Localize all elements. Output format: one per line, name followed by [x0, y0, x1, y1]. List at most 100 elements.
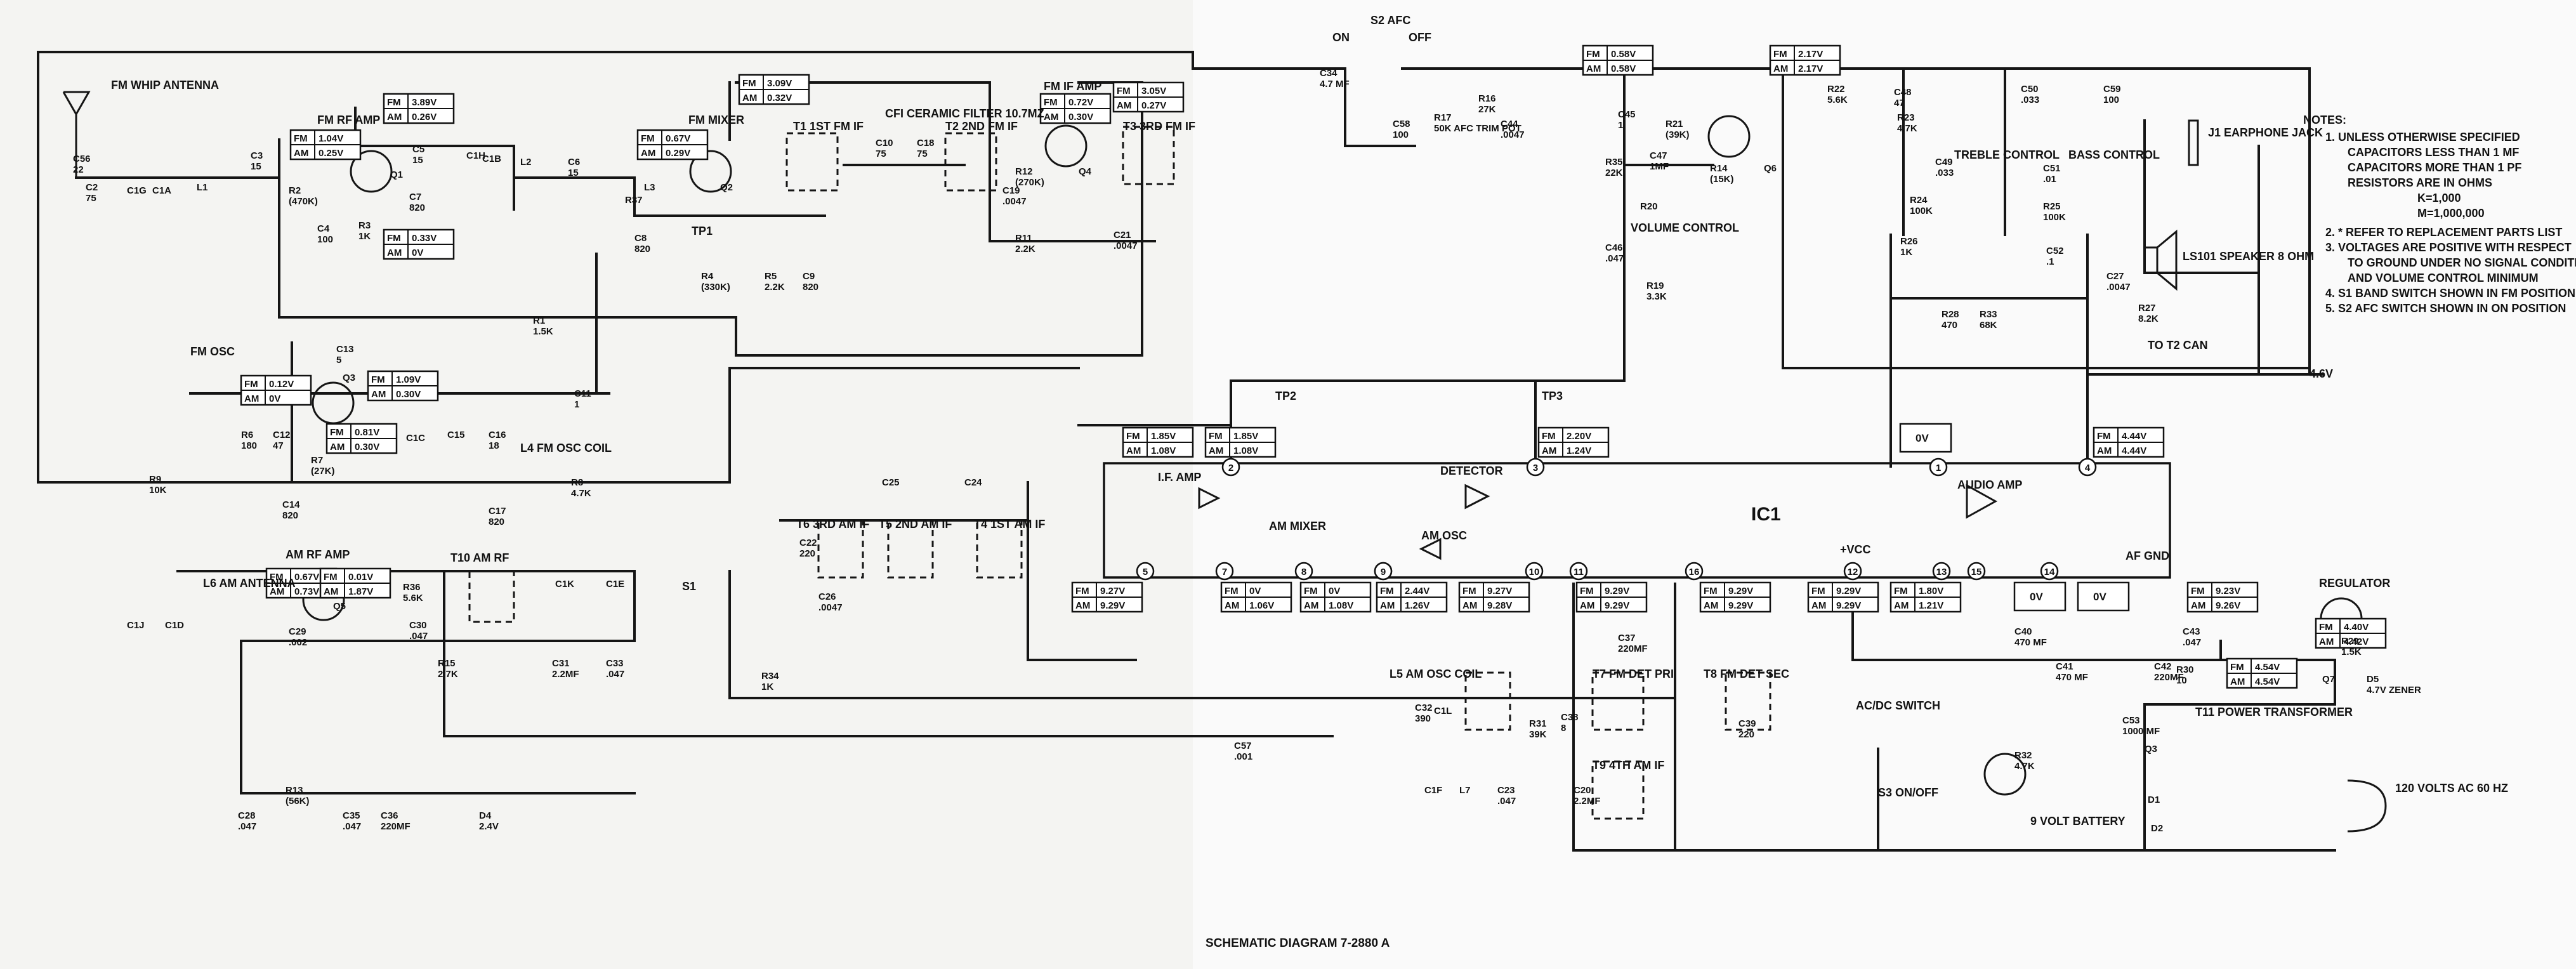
component-value: 1K [761, 682, 773, 692]
ic-pin: 7 [1215, 562, 1234, 581]
component-label: C1B [482, 154, 501, 164]
component-label: Q3 [2145, 744, 2157, 755]
note-line: TO GROUND UNDER NO SIGNAL CONDITIONS [2348, 256, 2576, 269]
voltage-mode-label: AM [324, 586, 338, 597]
component-value: .1 [2046, 256, 2054, 267]
stage-label: 9 VOLT BATTERY [2030, 815, 2126, 827]
component-value: 1.5K [2341, 647, 2362, 657]
voltage-mode-label: AM [1380, 600, 1395, 611]
component-ref: C45 [1618, 109, 1636, 120]
component-label: C28.047 [238, 810, 256, 832]
pin-number: 13 [1936, 567, 1947, 577]
component-ref: R35 [1605, 157, 1623, 168]
component-label: C26.0047 [818, 591, 843, 613]
component-value: .01 [2043, 174, 2056, 185]
component-ref: C49 [1935, 157, 1953, 168]
component-value: 4.7V ZENER [2367, 685, 2421, 695]
component-value: (56K) [286, 796, 310, 807]
voltage-mode-label: FM [1894, 586, 1908, 597]
component-value: .033 [2021, 95, 2039, 105]
stage-label: AM OSC [1421, 529, 1467, 542]
component-label: C1J [127, 620, 145, 631]
fm-voltage: 4.44V [2122, 431, 2146, 442]
ic-pins: 12345678910111213141516 [1136, 458, 2097, 581]
fm-voltage: 1.85V [1233, 431, 1258, 442]
pin-number: 15 [1971, 567, 1982, 577]
component-value: 47 [273, 440, 284, 451]
stage-label: S3 ON/OFF [1878, 786, 1938, 799]
component-ref: C57 [1234, 741, 1252, 751]
stage-label: TP3 [1542, 390, 1563, 402]
fm-voltage: 0.67V [666, 133, 690, 144]
voltage-mode-label: AM [1126, 445, 1141, 456]
transistor-q4 [1044, 124, 1088, 168]
voltage-mode-label: AM [1586, 63, 1601, 74]
component-ref: C14 [282, 499, 300, 510]
stage-label: CFI CERAMIC FILTER 10.7MZ [885, 107, 1044, 120]
component-value: 50K AFC TRIM POT [1434, 123, 1521, 134]
am-voltage: 0.30V [355, 442, 379, 452]
component-ref: C32 [1415, 702, 1433, 713]
stage-label: I.F. AMP [1158, 471, 1201, 484]
note-line: RESISTORS ARE IN OHMS [2348, 176, 2492, 189]
component-value: 390 [1415, 713, 1431, 724]
fm-voltage: 9.29V [1605, 586, 1629, 597]
component-label: C52.1 [2046, 246, 2064, 267]
component-ref: C2 [86, 182, 98, 193]
component-value: 22K [1605, 168, 1623, 178]
component-label: C1E [606, 579, 624, 590]
component-value: 820 [282, 510, 298, 521]
voltage-mode-label: FM [2191, 586, 2205, 597]
component-value: 100K [2043, 212, 2066, 223]
stage-label: AUDIO AMP [1957, 478, 2022, 491]
voltage-mode-label: FM [1225, 586, 1239, 597]
component-value: .047 [1605, 253, 1624, 264]
component-value: 100 [317, 234, 333, 245]
component-label: C1H [466, 150, 485, 161]
ic-pin: 9 [1374, 562, 1393, 581]
am-voltage: 9.29V [1605, 600, 1629, 611]
component-value: 1.5K [533, 326, 553, 337]
stage-label: FM OSC [190, 345, 235, 358]
fm-voltage: 0.33V [412, 233, 437, 244]
fm-voltage: 3.89V [412, 97, 437, 108]
stage-label: VOLUME CONTROL [1631, 221, 1739, 234]
voltage-mode-label: FM [1304, 586, 1318, 597]
note-line: CAPACITORS MORE THAN 1 PF [2348, 161, 2521, 174]
component-value: .047 [606, 669, 624, 680]
component-value: .0047 [2106, 282, 2131, 293]
component-label: C1D [165, 620, 184, 631]
am-voltage: 2.17V [1798, 63, 1823, 74]
component-value: 1 [574, 399, 579, 410]
voltage-mode-label: AM [1117, 100, 1131, 111]
am-voltage: 0.73V [294, 586, 319, 597]
component-ref: C41 [2056, 661, 2073, 672]
component-value: 75 [876, 148, 886, 159]
component-ref: C3 [251, 150, 263, 161]
component-label: R13(56K) [286, 785, 310, 807]
voltage-mode-label: AM [1542, 445, 1556, 456]
component-ref: C46 [1605, 242, 1623, 253]
speaker-icon [2143, 246, 2159, 274]
component-label: R52.2K [765, 271, 785, 293]
component-label: Q3 [343, 372, 355, 383]
voltage-mode-label: AM [244, 393, 259, 404]
component-ref: C1L [1434, 706, 1452, 716]
voltage-mode-label: AM [1811, 600, 1826, 611]
